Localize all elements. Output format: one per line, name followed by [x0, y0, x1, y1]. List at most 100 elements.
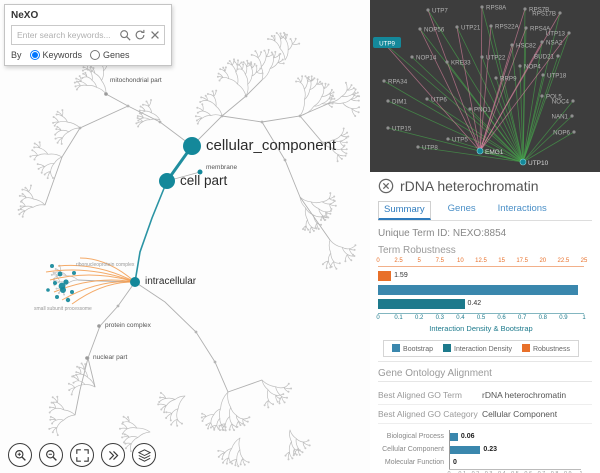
- gene-label-RPS22A: RPS22A: [495, 24, 520, 31]
- gene-label-NOP56: NOP56: [424, 27, 445, 34]
- gene-label-EMG1: EMG1: [485, 149, 504, 156]
- robustness-section-title: Term Robustness: [378, 245, 456, 256]
- tree-cluster-label: ribonucleoprotein complex: [76, 262, 135, 268]
- detail-tabs: Summary Genes Interactions: [378, 201, 592, 221]
- tree-node-cellular_component[interactable]: [183, 137, 201, 155]
- bar-interaction-density: 0.42: [378, 299, 584, 309]
- by-label: By: [11, 50, 22, 60]
- gene-label-NOP6: NOP6: [553, 130, 570, 137]
- bar-bootstrap: [378, 285, 584, 295]
- gene-label-DIM1: DIM1: [392, 99, 407, 106]
- gene-node-RPS7B[interactable]: [523, 7, 527, 11]
- tree-cluster-label: small subunit processome: [34, 306, 92, 312]
- gene-node-NAN1[interactable]: [570, 114, 574, 118]
- gene-node-PNO1[interactable]: [468, 107, 472, 111]
- tree-node-intracellular[interactable]: [130, 277, 140, 287]
- radio-genes[interactable]: [90, 50, 101, 60]
- gene-node-UTP7[interactable]: [426, 8, 430, 12]
- gene-node-NOP4[interactable]: [518, 64, 522, 68]
- gene-node-NSA2[interactable]: [540, 40, 544, 44]
- gene-label-UTP13: UTP13: [546, 31, 566, 38]
- gene-node-RPS8A[interactable]: [480, 5, 484, 9]
- gene-label-PNO1: PNO1: [474, 107, 491, 114]
- bar-robustness: 1.59: [378, 271, 584, 281]
- search-input[interactable]: [15, 29, 116, 41]
- gene-node-UTP9[interactable]: [373, 37, 401, 48]
- gene-node-UTP15[interactable]: [386, 126, 390, 130]
- gene-node-RPA34[interactable]: [382, 79, 386, 83]
- tree-node-label-intracellular: intracellular: [145, 275, 197, 287]
- gene-label-NOP14: NOP14: [416, 55, 437, 62]
- radio-genes-option[interactable]: Genes: [90, 50, 130, 60]
- gene-label-NOP4: NOP4: [524, 64, 541, 71]
- radio-keywords-option[interactable]: Keywords: [29, 50, 82, 60]
- gene-node-EMG1[interactable]: [476, 147, 484, 155]
- gene-node-HSC82[interactable]: [510, 43, 514, 47]
- unique-term-id: Unique Term ID: NEXO:8854: [378, 228, 507, 239]
- gene-label-POL5: POL5: [546, 94, 562, 101]
- gene-label-RPS17B: RPS17B: [532, 11, 556, 18]
- gene-node-NOC4[interactable]: [571, 99, 575, 103]
- gene-node-UTP21[interactable]: [455, 25, 459, 29]
- robustness-axis-title: Interaction Density & Bootstrap: [429, 324, 533, 333]
- legend-interaction-density: Interaction Density: [443, 344, 512, 353]
- tree-node-label-mitochondrial-part: mitochondrial part: [110, 77, 162, 84]
- gene-node-POL5[interactable]: [540, 94, 544, 98]
- gene-node-UTP13[interactable]: [567, 31, 571, 35]
- gene-label-KRE33: KRE33: [451, 60, 471, 67]
- gene-node-UTP8[interactable]: [416, 145, 420, 149]
- zoom-out-button[interactable]: [39, 443, 63, 467]
- gene-node-RPS22A[interactable]: [489, 24, 493, 28]
- reset-icon[interactable]: [134, 29, 146, 41]
- gene-node-NOP14[interactable]: [410, 55, 414, 59]
- close-icon[interactable]: [378, 178, 394, 194]
- gene-label-RPS4A: RPS4A: [530, 26, 551, 33]
- gene-label-NAN1: NAN1: [551, 114, 568, 121]
- gene-node-UTP22[interactable]: [480, 55, 484, 59]
- gene-node-RPS4A[interactable]: [524, 26, 528, 30]
- search-icon[interactable]: [119, 29, 131, 41]
- gene-label-UTP21: UTP21: [461, 25, 481, 32]
- tab-summary[interactable]: Summary: [378, 201, 431, 220]
- gene-node-NOP56[interactable]: [418, 27, 422, 31]
- gene-node-BUD21[interactable]: [556, 54, 560, 58]
- gene-node-UTP5[interactable]: [446, 137, 450, 141]
- radio-keywords[interactable]: [29, 50, 40, 60]
- gene-node-RPS17B[interactable]: [558, 11, 562, 15]
- ontology-tree-graphic: [17, 31, 361, 468]
- gene-node-KRE33[interactable]: [445, 60, 449, 64]
- tab-interactions[interactable]: Interactions: [497, 203, 547, 214]
- clear-icon[interactable]: [149, 29, 161, 41]
- gene-node-NOP6[interactable]: [572, 130, 576, 134]
- gene-label-UTP8: UTP8: [422, 145, 438, 152]
- expand-button[interactable]: [70, 443, 94, 467]
- radio-genes-label: Genes: [103, 50, 130, 60]
- gene-node-RRP9[interactable]: [494, 76, 498, 80]
- layers-button[interactable]: [132, 443, 156, 467]
- detail-header: rDNA heterochromatin: [378, 178, 592, 194]
- gene-label-NOC4: NOC4: [552, 99, 570, 106]
- gene-node-UTP6[interactable]: [425, 97, 429, 101]
- gene-label-UTP22: UTP22: [486, 55, 506, 62]
- search-box: [11, 25, 165, 45]
- search-mode-row: By Keywords Genes: [11, 50, 165, 60]
- tab-genes[interactable]: Genes: [447, 203, 476, 214]
- gene-node-UTP18[interactable]: [541, 73, 545, 77]
- tree-node-cell part[interactable]: [159, 173, 175, 189]
- gene-node-DIM1[interactable]: [386, 99, 390, 103]
- collapse-chevron-button[interactable]: [101, 443, 125, 467]
- zoom-in-button[interactable]: [8, 443, 32, 467]
- go-term-row: Best Aligned GO Term rDNA heterochromati…: [378, 386, 592, 405]
- gene-label-UTP15: UTP15: [392, 126, 412, 133]
- gene-label-UTP7: UTP7: [432, 8, 448, 15]
- gene-node-UTP10[interactable]: [519, 158, 527, 166]
- tree-node-label-protein-complex: protein complex: [105, 322, 151, 329]
